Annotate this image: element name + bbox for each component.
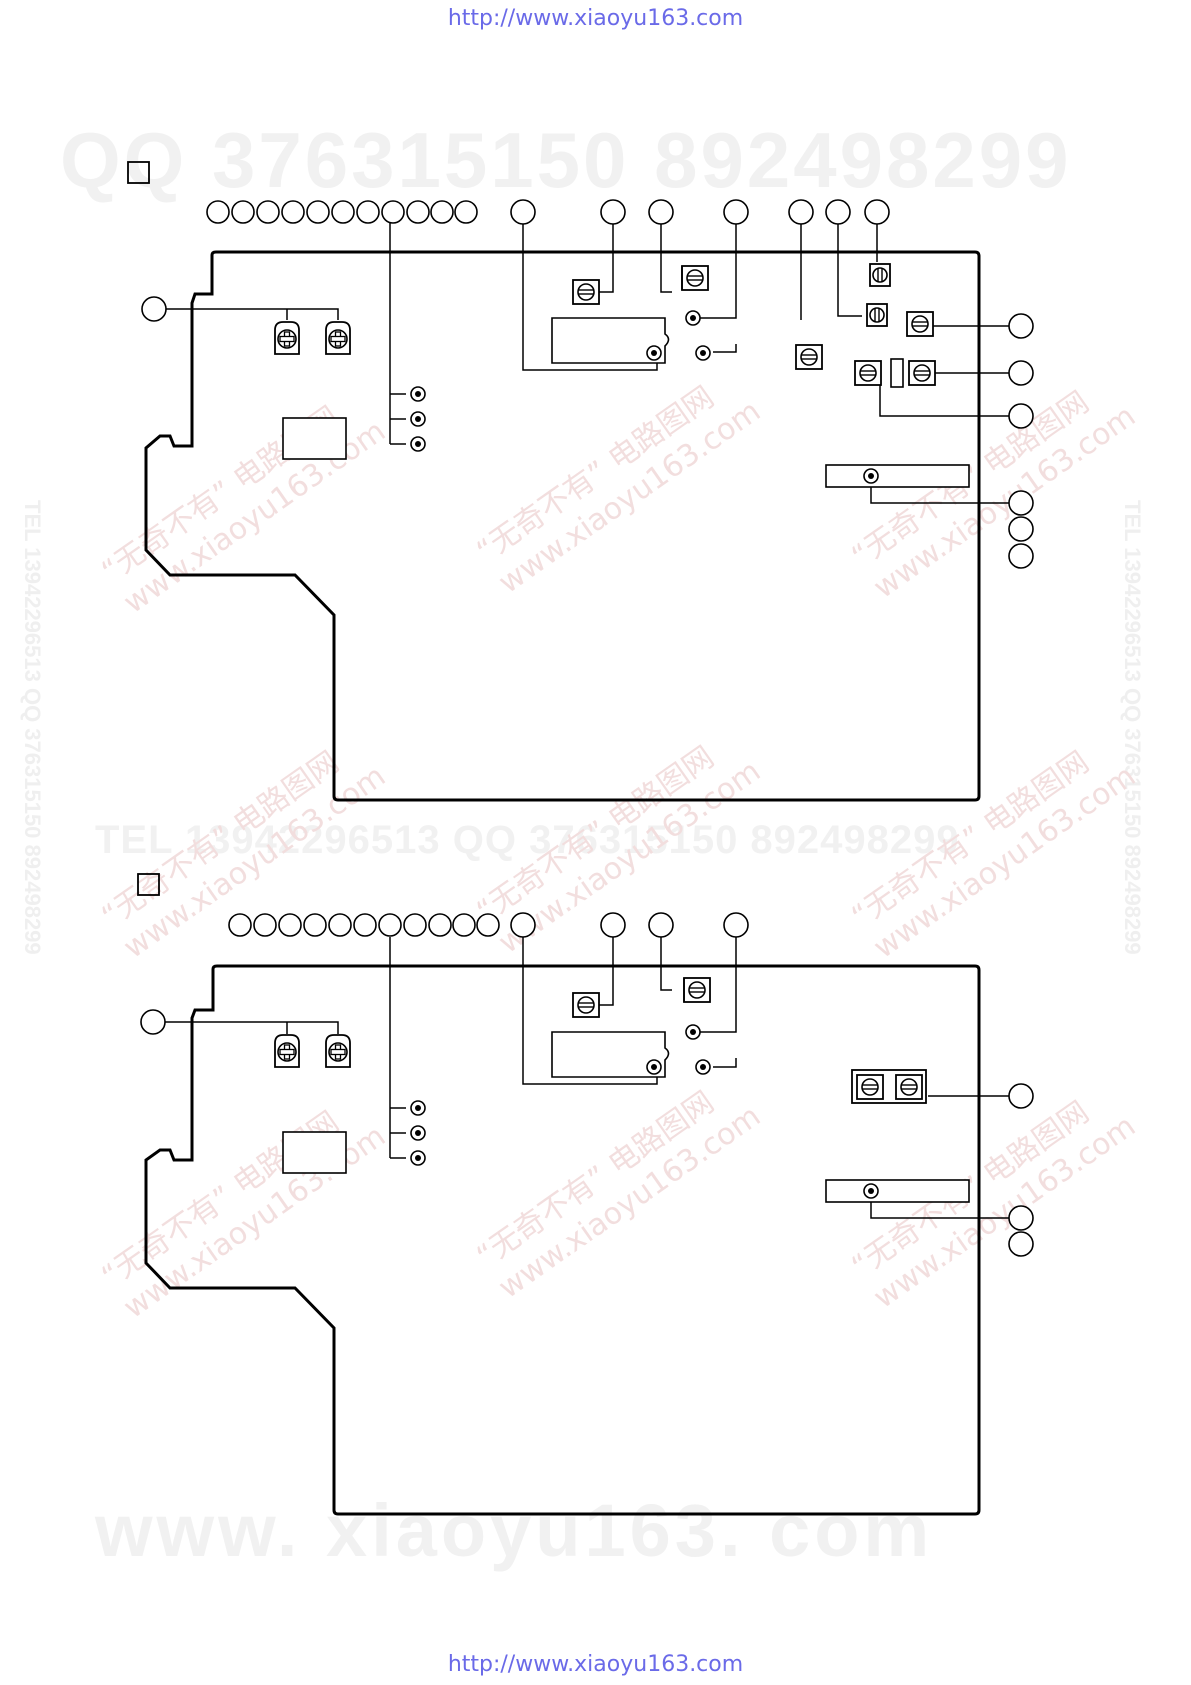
board-outline	[144, 250, 981, 802]
site-watermark: www. xiaoyu163. com	[95, 1489, 934, 1572]
trimmer-icon	[869, 263, 891, 287]
test-point-icon	[863, 468, 879, 484]
test-point-icon	[410, 1100, 426, 1116]
section-box	[137, 873, 160, 896]
trimmer-icon	[325, 321, 351, 355]
top-board	[127, 161, 1034, 802]
section-box	[127, 161, 150, 184]
test-point-icon	[410, 436, 426, 452]
connector-strip	[825, 464, 970, 488]
connector-pins	[140, 912, 1034, 1257]
trimmer-icon	[274, 1034, 300, 1068]
qq-watermark: QQ 376315150 892498299	[60, 116, 1072, 204]
trimmer-icon	[908, 360, 936, 386]
trimmer-icon	[795, 344, 823, 370]
footer-url-link[interactable]: http://www.xiaoyu163.com	[447, 1652, 744, 1677]
tel-watermark: TEL 13942296513 QQ 376315150 892498299	[95, 818, 960, 862]
test-point-icon	[410, 411, 426, 427]
trimmer-icon	[906, 311, 934, 337]
small-part	[890, 358, 904, 388]
lead-lines	[165, 937, 1009, 1219]
test-point-icon	[410, 386, 426, 402]
trimmer-icon	[856, 1074, 884, 1100]
trimmer-icon	[325, 1034, 351, 1068]
trimmer-icon	[854, 360, 882, 386]
trimmer-icon	[895, 1074, 923, 1100]
trimmer-icon	[572, 992, 600, 1018]
bottom-board	[137, 873, 1034, 1516]
test-point-icon	[685, 1024, 701, 1040]
test-point-icon	[646, 1059, 662, 1075]
component-block	[282, 417, 347, 460]
lead-lines	[166, 223, 1009, 504]
trimmer-icon	[274, 321, 300, 355]
test-point-icon	[646, 345, 662, 361]
test-point-icon	[685, 310, 701, 326]
trimmer-icon	[866, 303, 888, 327]
test-point-icon	[695, 1059, 711, 1075]
trimmer-icon	[683, 977, 711, 1003]
connector-strip	[825, 1179, 970, 1203]
component-block	[282, 1131, 347, 1174]
trimmer-icon	[572, 279, 600, 305]
test-point-icon	[410, 1150, 426, 1166]
trimmer-icon	[681, 265, 709, 291]
test-point-icon	[863, 1183, 879, 1199]
test-point-icon	[695, 345, 711, 361]
header-url-link[interactable]: http://www.xiaoyu163.com	[447, 6, 744, 31]
connector-pins	[141, 199, 1034, 569]
ic-block	[551, 317, 670, 364]
test-point-icon	[410, 1125, 426, 1141]
ic-block	[551, 1031, 670, 1078]
board-outline	[144, 964, 981, 1516]
